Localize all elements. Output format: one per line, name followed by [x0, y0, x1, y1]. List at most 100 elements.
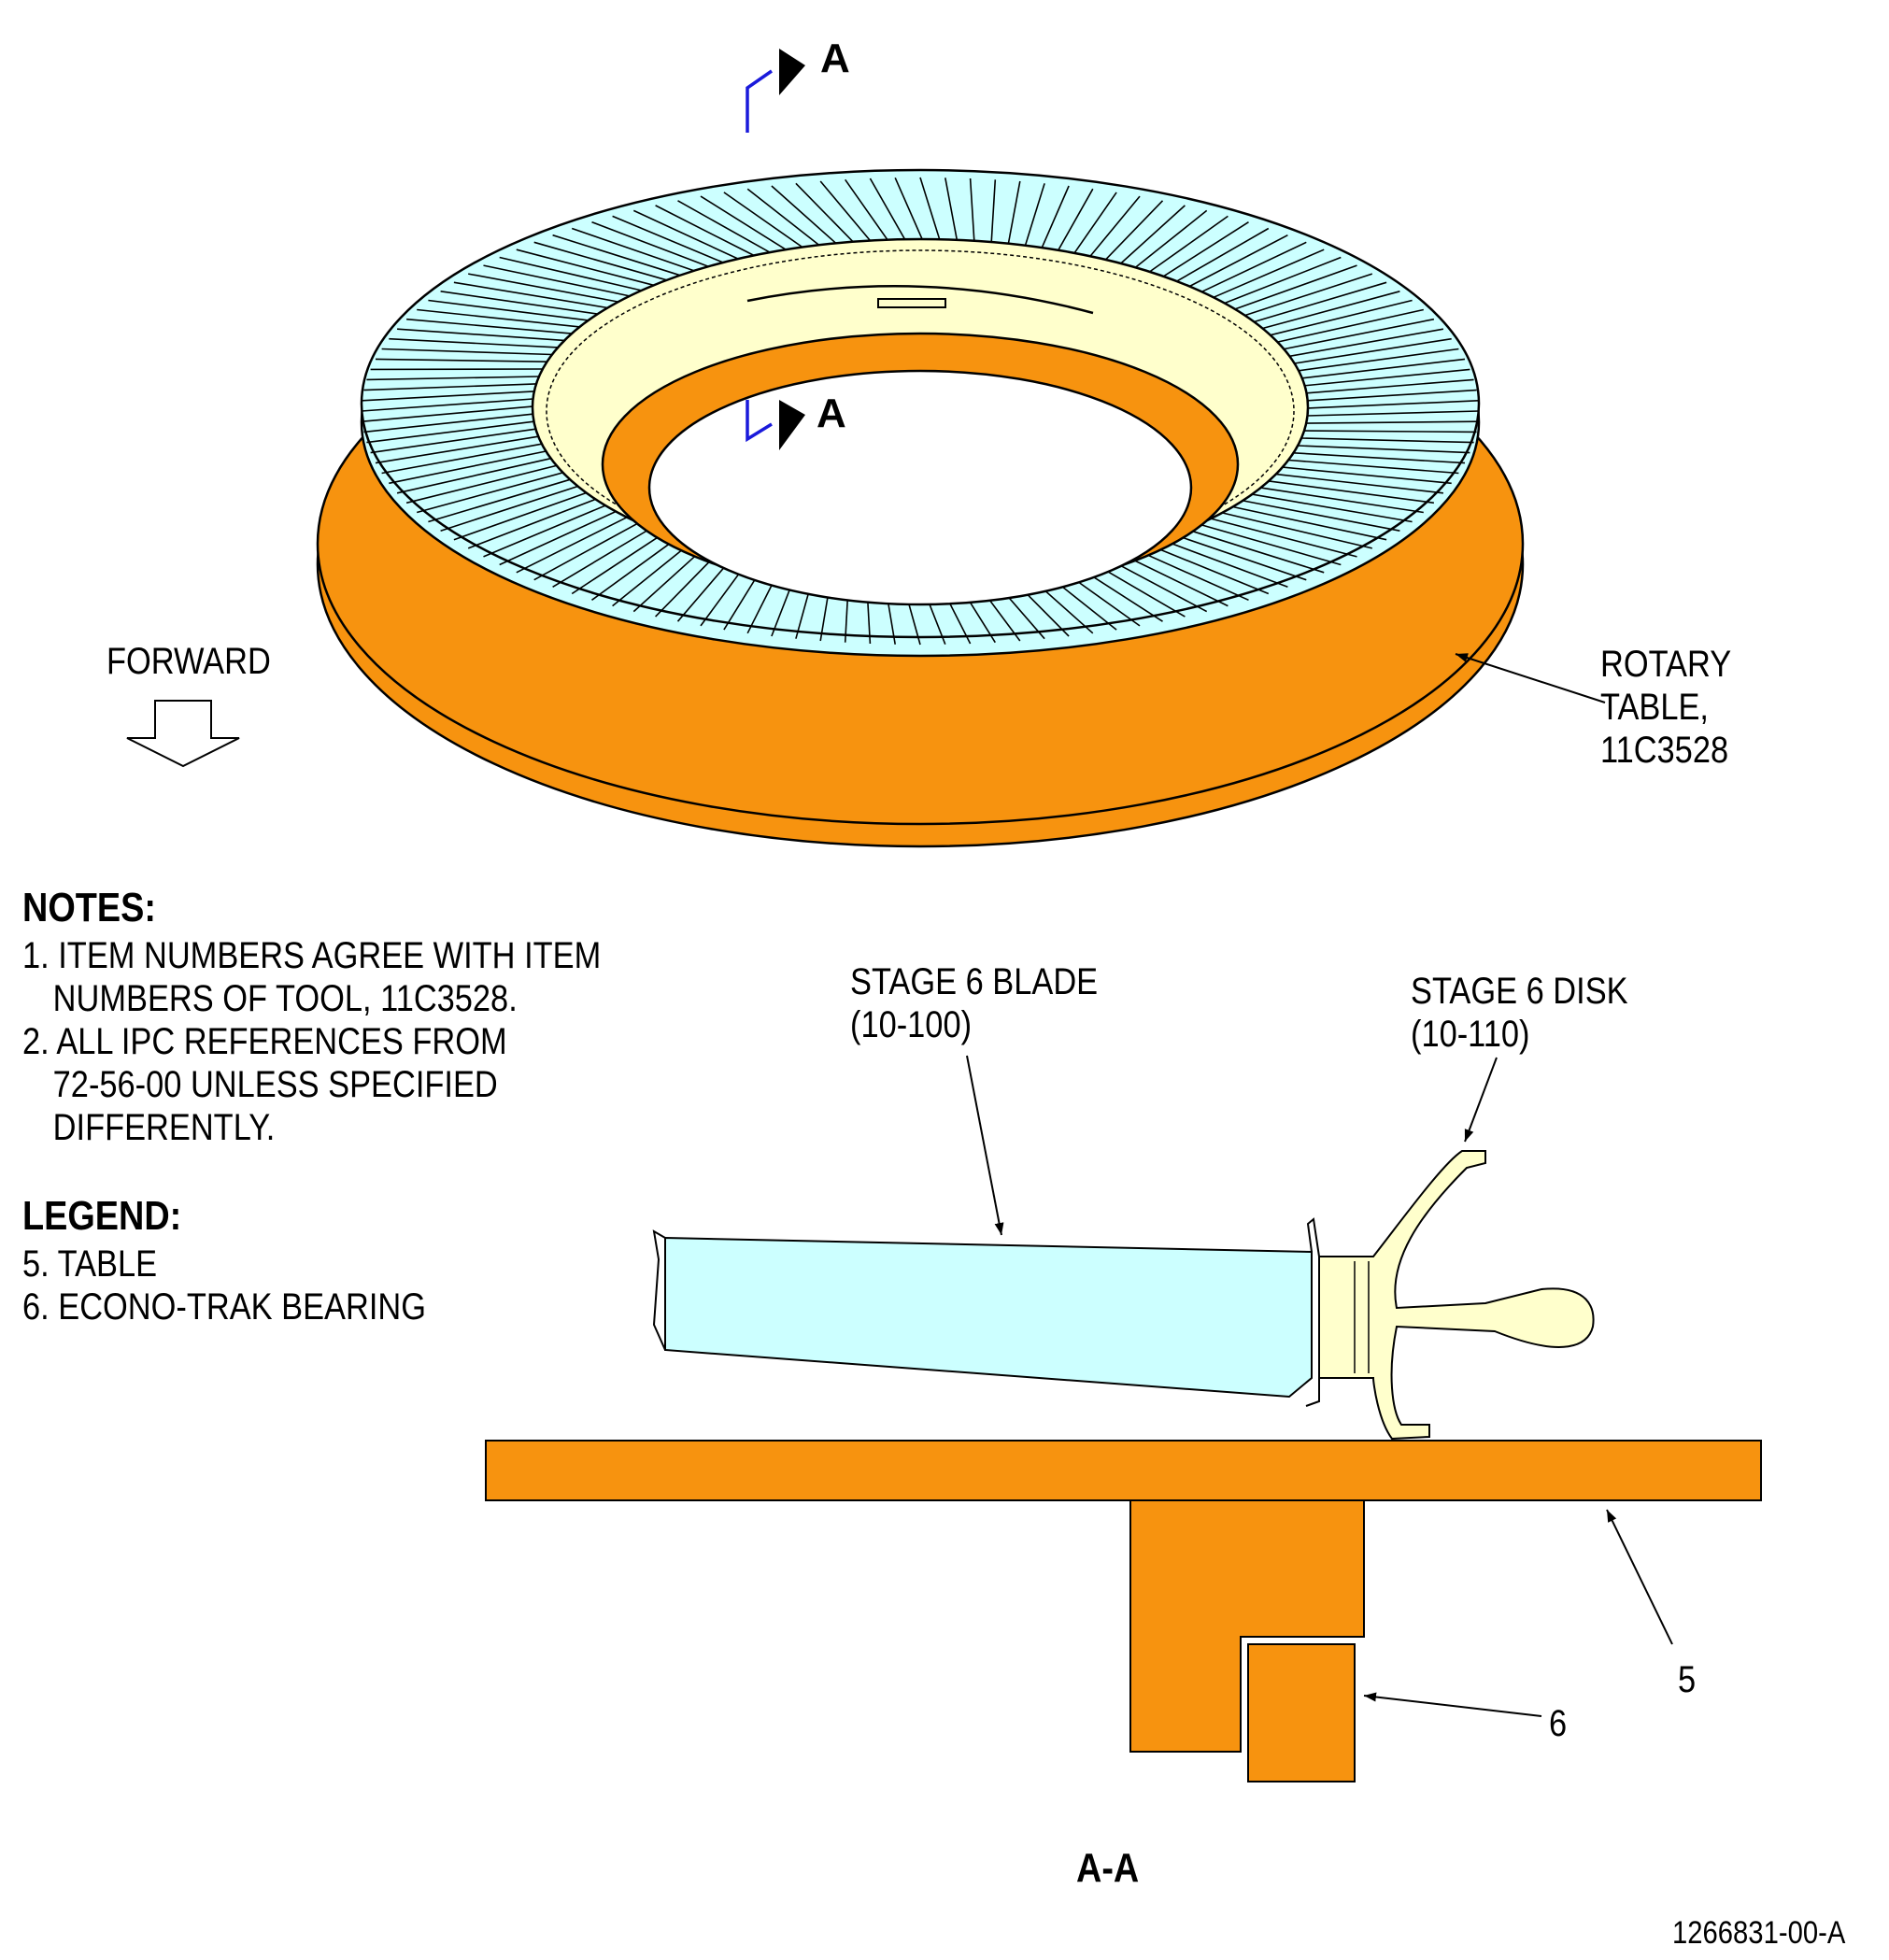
note-2-line-1: 2. ALL IPC REFERENCES FROM: [22, 1021, 507, 1062]
legend-heading: LEGEND:: [22, 1193, 182, 1239]
section-title: A-A: [1076, 1845, 1140, 1891]
blade-segment-line: [363, 413, 533, 433]
blade-segment-line: [428, 478, 571, 523]
blade-segment-line: [1298, 348, 1459, 372]
blade-segment-line: [1232, 505, 1387, 541]
blade-segment-line: [655, 205, 755, 257]
blade-segment-line: [571, 227, 695, 272]
legend-item-6: 6. ECONO-TRAK BEARING: [22, 1286, 426, 1328]
note-2-line-2: 72-56-00 UNLESS SPECIFIED: [52, 1064, 498, 1105]
blade-segment-line: [1162, 221, 1249, 277]
blade-segment-line: [416, 472, 563, 514]
blade-segment-line: [440, 291, 598, 315]
blade-segment-line: [389, 337, 559, 348]
blade-segment-line: [499, 256, 642, 291]
blade-segment-line: [1307, 400, 1479, 409]
callout-5: 5: [1678, 1659, 1697, 1700]
note-1-line-2: NUMBERS OF TOOL, 11C3528.: [52, 978, 518, 1019]
blade-segment-line: [375, 435, 539, 464]
blade-segment-line: [1282, 466, 1452, 485]
blade-segment-line: [1176, 227, 1270, 282]
blade-segment-line: [516, 249, 654, 287]
blade-segment-line: [632, 209, 739, 260]
section-marker-lower: [746, 400, 805, 450]
stage6-blade-label: STAGE 6 BLADE (10-100): [850, 960, 1098, 1046]
blade-segment-line: [453, 281, 608, 309]
blade-segment-line: [571, 533, 664, 595]
blade-segment-line: [483, 504, 606, 558]
blade-segment-line: [1268, 480, 1435, 504]
blade-segment-line: [1173, 533, 1307, 581]
blade-segment-line: [1270, 299, 1413, 336]
blade-segment-line: [969, 178, 975, 241]
blade-segment-line: [1041, 185, 1070, 249]
stage6-disk-line-2: (10-110): [1411, 1014, 1530, 1055]
blade-segment-line: [1221, 512, 1372, 549]
section-letter-lower: A: [817, 391, 846, 436]
blade-segment-line: [375, 358, 547, 362]
blade-segment-line: [1104, 200, 1164, 261]
section-marker-upper: [746, 49, 805, 133]
blade-segment-line: [677, 200, 771, 253]
blade-segment-line: [1145, 543, 1270, 595]
blade-segment-line: [366, 376, 540, 381]
blade-segment-line: [1300, 437, 1474, 444]
blade-segment-line: [428, 299, 589, 321]
blade-segment-line: [1058, 188, 1094, 251]
blade-segment-line: [990, 179, 997, 243]
blade-segment-line: [632, 547, 706, 613]
forward-arrow-icon: [126, 700, 240, 768]
blade-segment-line: [1244, 273, 1373, 317]
blade-segment-line: [533, 521, 639, 581]
blade-segment-line: [819, 180, 872, 242]
blade-segment-line: [591, 537, 678, 601]
blade-segment-line: [795, 182, 854, 243]
stage6-blade-section: [652, 1217, 1320, 1407]
blade-segment-line: [1186, 528, 1325, 574]
rotary-table-leader: [1455, 653, 1606, 703]
rotary-table-label: ROTARY TABLE, 11C3528: [1600, 643, 1731, 772]
blade-segment-line: [1294, 337, 1452, 364]
legend-list: 5. TABLE 6. ECONO-TRAK BEARING: [22, 1243, 426, 1328]
rotary-table-line-2: TABLE,: [1600, 687, 1709, 728]
blade-segment-line: [1284, 318, 1435, 350]
blade-segment-line: [1024, 183, 1045, 246]
blade-segment-line: [944, 178, 959, 240]
blade-segment-line: [1293, 452, 1466, 464]
stage6-disk-line-1: STAGE 6 DISK: [1411, 971, 1628, 1012]
blade-segment-line: [771, 185, 837, 244]
blade-segment-line: [1073, 192, 1117, 254]
blade-segment-line: [1213, 249, 1325, 299]
blade-segment-line: [1159, 538, 1288, 589]
blade-segment-line: [389, 450, 547, 485]
callout-5-leader: [1606, 1509, 1673, 1645]
blade-segment-line: [1275, 473, 1443, 494]
rotary-table-line-3: 11C3528: [1600, 730, 1729, 771]
blade-ring-isometric: [360, 168, 1481, 658]
blade-segment-line: [591, 220, 709, 268]
blade-segment-line: [405, 464, 557, 504]
blade-leader: [966, 1055, 1004, 1236]
blade-segment-line: [499, 510, 617, 566]
blade-segment-line: [845, 178, 888, 241]
blade-segment-line: [1007, 180, 1021, 244]
legend-item-5: 5. TABLE: [22, 1243, 158, 1285]
blade-segment-line: [361, 398, 533, 412]
blade-segment-line: [1307, 389, 1477, 402]
blade-segment-line: [919, 177, 941, 240]
notes-list: 1. ITEM NUMBERS AGREE WITH ITEM NUMBERS …: [22, 934, 601, 1149]
rotary-table-line-1: ROTARY: [1600, 644, 1732, 685]
blade-segment-line: [1252, 493, 1413, 523]
table-section: [485, 1440, 1762, 1501]
blade-segment-line: [363, 383, 537, 391]
blade-segment-line: [516, 516, 628, 574]
blade-segment-line: [894, 177, 923, 240]
blade-segment-line: [381, 348, 553, 356]
forward-label: FORWARD: [107, 641, 271, 682]
blade-segment-line: [406, 318, 573, 334]
blade-segment-line: [1201, 241, 1307, 293]
blade-segment-line: [1188, 234, 1288, 288]
blade-segment-line: [700, 195, 787, 250]
blade-segment-line: [1307, 410, 1480, 417]
blade-segment-line: [552, 234, 681, 277]
